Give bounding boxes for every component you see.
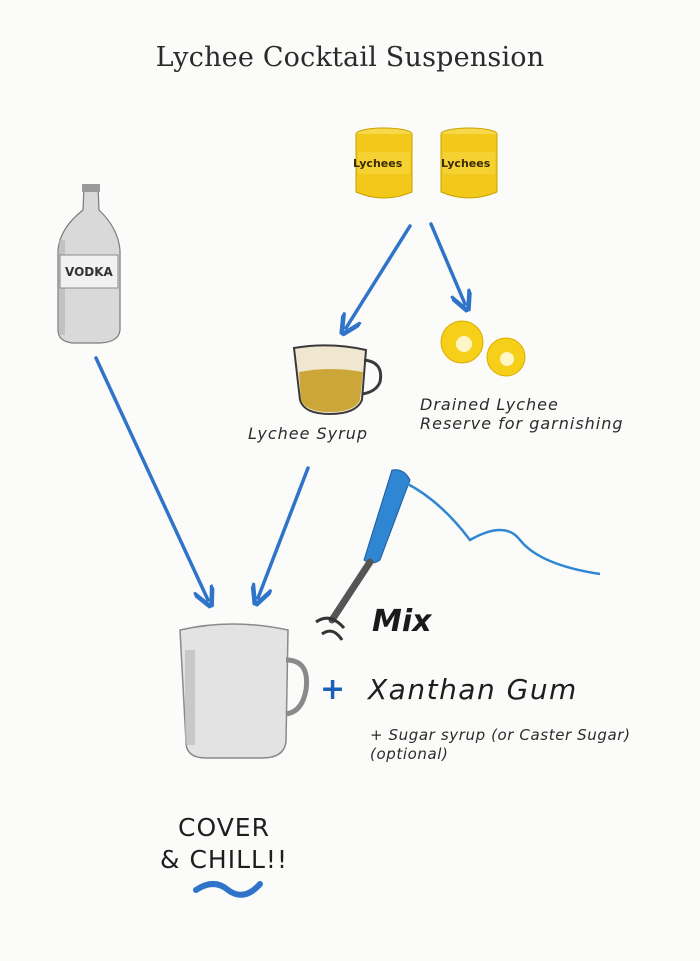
arrow-cans-to-syrup xyxy=(346,224,412,328)
arrow-cans-to-drained xyxy=(429,222,465,304)
drained-lychee-icon xyxy=(440,320,526,377)
lychee-can-icon xyxy=(355,127,413,199)
can-label-right: Lychees xyxy=(441,157,491,170)
lychee-can-icon xyxy=(440,127,498,199)
drained-line-1: Drained Lychee xyxy=(420,395,559,414)
lychee-syrup-label: Lychee Syrup xyxy=(248,424,369,443)
cover-line-2: & CHILL!! xyxy=(160,845,288,874)
syrup-jug-icon xyxy=(292,344,383,416)
cover-line-1: COVER xyxy=(178,813,270,842)
plus-sign: + xyxy=(320,672,346,707)
mix-label: Mix xyxy=(372,604,432,639)
drained-line-2: Reserve for garnishing xyxy=(420,414,624,433)
arrow-syrup-to-jug xyxy=(258,466,310,598)
mixing-jug-icon xyxy=(179,623,310,759)
drained-lychee-label: Drained Lychee Reserve for garnishing xyxy=(420,395,624,433)
sugar-syrup-note: + Sugar syrup (or Caster Sugar) (optiona… xyxy=(370,726,631,764)
page-title: Lychee Cocktail Suspension xyxy=(155,42,545,73)
sugar-line-1: + Sugar syrup (or Caster Sugar) xyxy=(370,726,631,744)
vodka-label: VODKA xyxy=(65,265,113,279)
can-label-left: Lychees xyxy=(353,157,403,170)
xanthan-gum-label: Xanthan Gum xyxy=(368,673,578,706)
sugar-line-2: (optional) xyxy=(370,745,449,763)
cover-chill-label: COVER & CHILL!! xyxy=(160,812,288,876)
flow-arrows xyxy=(94,222,465,600)
underline-squiggle xyxy=(193,881,263,898)
vodka-bottle-icon xyxy=(57,184,121,344)
stick-blender-icon xyxy=(315,469,601,641)
arrow-vodka-to-jug xyxy=(94,356,208,600)
